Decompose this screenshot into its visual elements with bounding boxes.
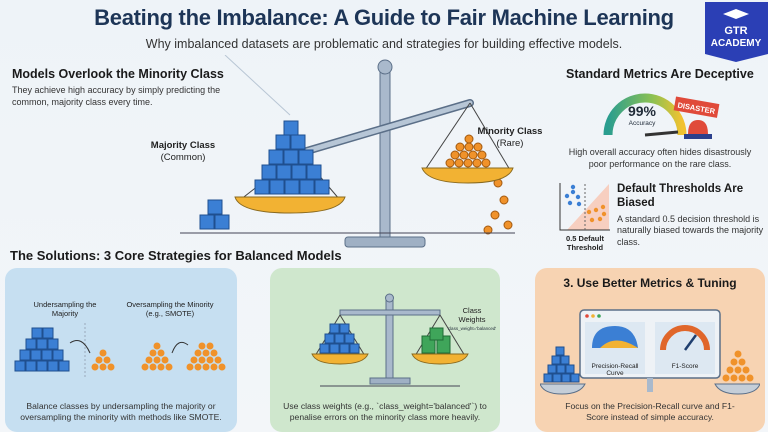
resampling-body: Balance classes by undersampling the maj…	[20, 400, 222, 423]
accuracy-value: 99%	[627, 103, 657, 119]
threshold-heading: Default Thresholds Are Biased	[617, 183, 744, 209]
undersampling-label: Undersampling the Majority	[33, 300, 97, 318]
better-metrics-title: 3. Use Better Metrics & Tuning	[563, 276, 737, 290]
threshold-body: A standard 0.5 decision threshold is nat…	[617, 213, 764, 247]
precision-recall-label: Precision-Recall Curve	[591, 363, 639, 377]
metrics-heading: Standard Metrics Are Deceptive	[566, 67, 754, 81]
gtr-academy-logo: GTR ACADEMY	[705, 2, 768, 62]
panel-class-weights: Class Weights class_weight='balanced' Us…	[270, 268, 500, 432]
class-weights-annotation: Class Weights class_weight='balanced'	[442, 306, 502, 331]
problem-heading: Models Overlook the Minority Class	[12, 67, 224, 81]
imbalanced-scale-illustration	[180, 55, 515, 248]
resampling-illustration	[14, 323, 226, 378]
panel-resampling: Undersampling the Majority Oversampling …	[5, 268, 237, 432]
minority-class-sub: (Rare)	[496, 137, 524, 149]
accuracy-label: Accuracy	[628, 120, 656, 127]
metrics-dashboard-illustration	[540, 309, 760, 395]
class-weights-code: class_weight='balanced'	[447, 326, 497, 331]
class-weights-label: Class Weights	[458, 306, 486, 324]
threshold-text-block: Default Thresholds Are Biased A standard…	[617, 183, 767, 249]
majority-class-sub: (Common)	[160, 151, 206, 163]
solutions-heading: The Solutions: 3 Core Strategies for Bal…	[10, 248, 342, 263]
svg-text:GTR: GTR	[724, 25, 747, 37]
accuracy-gauge: DISASTER	[603, 93, 720, 139]
page-title: Beating the Imbalance: A Guide to Fair M…	[94, 5, 674, 30]
metrics-body: High overall accuracy often hides disast…	[568, 147, 752, 169]
majority-class-label: Majority Class	[150, 140, 216, 151]
class-weights-body: Use class weights (e.g., `class_weight='…	[283, 400, 487, 423]
balanced-scale-illustration	[311, 293, 469, 387]
f1-score-label: F1-Score	[671, 363, 699, 370]
page-subtitle: Why imbalanced datasets are problematic …	[145, 37, 623, 51]
minority-class-labels: Minority Class (Rare)	[466, 126, 554, 150]
majority-class-labels: Majority Class (Common)	[140, 140, 226, 164]
panel-better-metrics: 3. Use Better Metrics & Tuning Precision…	[535, 268, 765, 432]
minority-class-label: Minority Class	[477, 126, 543, 137]
threshold-plot	[559, 183, 610, 231]
svg-text:ACADEMY: ACADEMY	[711, 38, 762, 49]
threshold-plot-label: 0.5 Default Threshold	[566, 234, 604, 252]
better-metrics-body: Focus on the Precision-Recall curve and …	[565, 400, 735, 423]
problem-body: They achieve high accuracy by simply pre…	[12, 85, 221, 107]
oversampling-label: Oversampling the Minority (e.g., SMOTE)	[126, 300, 214, 318]
